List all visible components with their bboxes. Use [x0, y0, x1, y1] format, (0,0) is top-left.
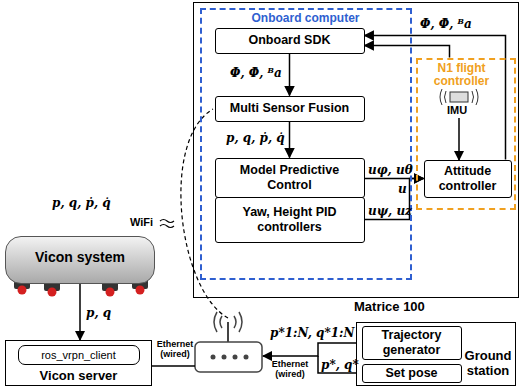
signal-label: Φ, Φ̇, ᴮa [420, 17, 472, 31]
router-icon [195, 312, 262, 372]
node-label: Onboard computer [202, 11, 410, 25]
process-box: Onboard SDK [215, 28, 365, 54]
process-box: Multi Sensor Fusion [215, 96, 365, 122]
signal-arrow [365, 36, 506, 160]
signal-label: uφ, uθ [368, 163, 413, 177]
signal-arrow [289, 122, 291, 158]
node-label: N1 flight controller [422, 62, 502, 90]
node-label: Yaw, Height PID controllers [220, 205, 360, 234]
node-label: Multi Sensor Fusion [230, 101, 349, 115]
client-box: ros_vrpn_client [18, 345, 140, 365]
wifi-symbol [160, 220, 174, 228]
signal-arrow [79, 284, 81, 340]
signal-label: Ethernet (wired) [266, 360, 314, 380]
station-box: Ground stationTrajectory generatorSet po… [356, 322, 516, 386]
signal-label: IMU [447, 104, 467, 116]
signal-label: p, q, ṗ, q̇ [226, 131, 285, 145]
system-box: Vicon system [5, 236, 155, 284]
node-label: Attitude controller [429, 164, 507, 193]
signal-label: p*1:N, q*1:N [270, 326, 354, 340]
node-label: ros_vrpn_client [41, 349, 116, 361]
process-box: Attitude controller [424, 160, 512, 198]
signal-label: p, q [86, 306, 111, 320]
signal-label: u [398, 182, 407, 196]
signal-label: p, q, ṗ, q̇ [52, 196, 111, 210]
ethernet-wire [318, 356, 362, 373]
ethernet-wire [152, 365, 195, 367]
signal-label: Φ, Φ̇, ᴮa [230, 66, 282, 80]
process-box: Yaw, Height PID controllers [215, 197, 365, 243]
node-label: Model Predictive Control [220, 163, 360, 192]
node-label: Set pose [385, 366, 437, 380]
process-box: Set pose [362, 364, 462, 383]
controller-group: N1 flight controllerAttitude controller [416, 58, 516, 210]
signal-label: WiFi [130, 216, 153, 228]
signal-label: Ethernet (wired) [155, 340, 195, 360]
node-label: Trajectory generator [367, 328, 457, 357]
node-label: Ground station [464, 349, 512, 379]
server-box: Vicon server ros_vrpn_client [5, 340, 152, 386]
node-label: Vicon server [6, 368, 151, 383]
signal-arrow [365, 46, 450, 58]
signal-label: p*, q* [321, 358, 359, 372]
imu-icon [440, 89, 478, 105]
node-label: Matrice 100 [354, 299, 425, 314]
node-label: Onboard SDK [249, 33, 331, 47]
ethernet-wire [263, 343, 362, 356]
process-box: Trajectory generator [362, 326, 462, 360]
process-box: Model Predictive Control [215, 158, 365, 198]
signal-arrow [289, 54, 291, 96]
signal-label: uψ, uz [368, 204, 412, 218]
imu-wire [458, 118, 460, 160]
drone-frame: Matrice 100Onboard computerOnboard SDKMu… [193, 2, 519, 298]
node-label: Vicon system [35, 249, 125, 265]
